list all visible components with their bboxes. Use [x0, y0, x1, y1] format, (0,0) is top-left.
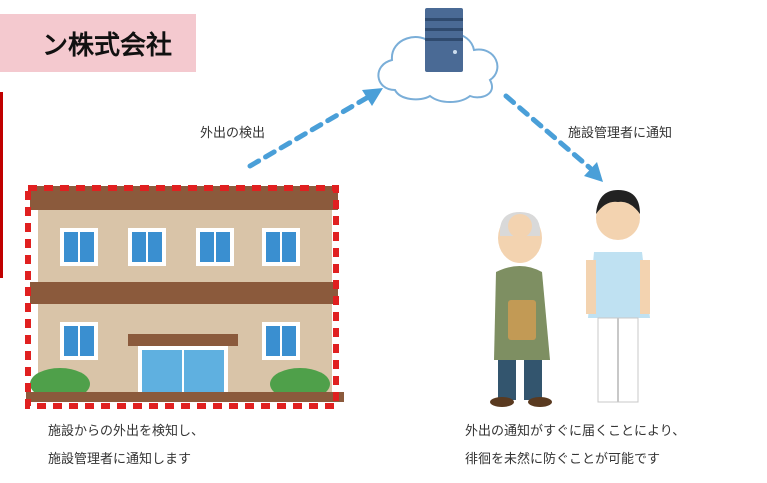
left-red-rule [0, 92, 3, 278]
caregiver-icon [586, 190, 650, 403]
notify-arrow [503, 93, 603, 182]
detection-zone-frame [25, 185, 339, 409]
left-caption-line1: 施設からの外出を検知し、 [48, 424, 205, 439]
left-caption: 施設からの外出を検知し、 施設管理者に通知します [48, 418, 204, 474]
right-caption: 外出の通知がすぐに届くことにより、 徘徊を未然に防ぐことが可能です [465, 418, 685, 474]
right-caption-line1: 外出の通知がすぐに届くことにより、 [465, 424, 686, 439]
cloud-server-icon [377, 8, 499, 103]
company-banner: ン株式会社 [0, 14, 196, 72]
notify-label: 施設管理者に通知 [568, 126, 673, 141]
detect-arrow [247, 88, 383, 169]
elderly-person-icon [490, 212, 552, 407]
right-caption-line2: 徘徊を未然に防ぐことが可能です [465, 452, 661, 467]
left-caption-line2: 施設管理者に通知します [48, 452, 192, 467]
detect-label: 外出の検出 [200, 126, 266, 141]
company-name: ン株式会社 [41, 30, 172, 61]
facility-building-icon [26, 186, 344, 402]
